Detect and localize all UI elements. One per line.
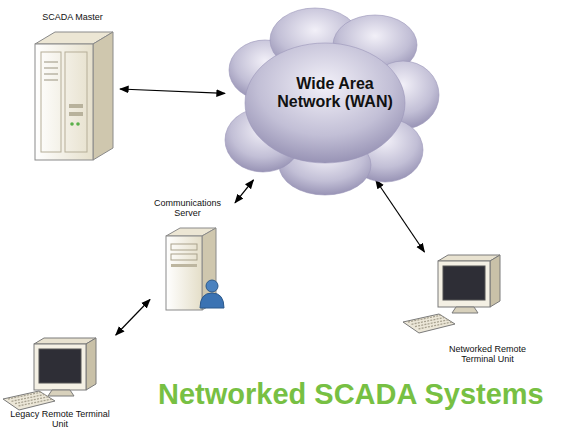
node-label: Legacy Remote Terminal Unit	[10, 409, 110, 430]
bidirectional-link	[376, 180, 425, 252]
bidirectional-link	[235, 180, 253, 203]
node-label: Networked Remote Terminal Unit	[445, 344, 530, 365]
node-label: SCADA Master	[25, 12, 120, 22]
server-node: Communications Server	[150, 198, 235, 313]
bidirectional-link	[116, 300, 150, 335]
terminal-node: Legacy Remote Terminal Unit	[0, 335, 135, 435]
terminal-node: Networked Remote Terminal Unit	[400, 252, 530, 372]
server-node: SCADA Master	[25, 12, 120, 162]
node-label: Communications Server	[150, 198, 225, 219]
server-node-art	[25, 12, 120, 162]
bidirectional-link	[120, 89, 225, 93]
network-cloud: Wide Area Network (WAN)	[225, 15, 415, 180]
diagram-title: Networked SCADA Systems	[158, 378, 562, 411]
node-label: Wide Area Network (WAN)	[265, 75, 405, 112]
